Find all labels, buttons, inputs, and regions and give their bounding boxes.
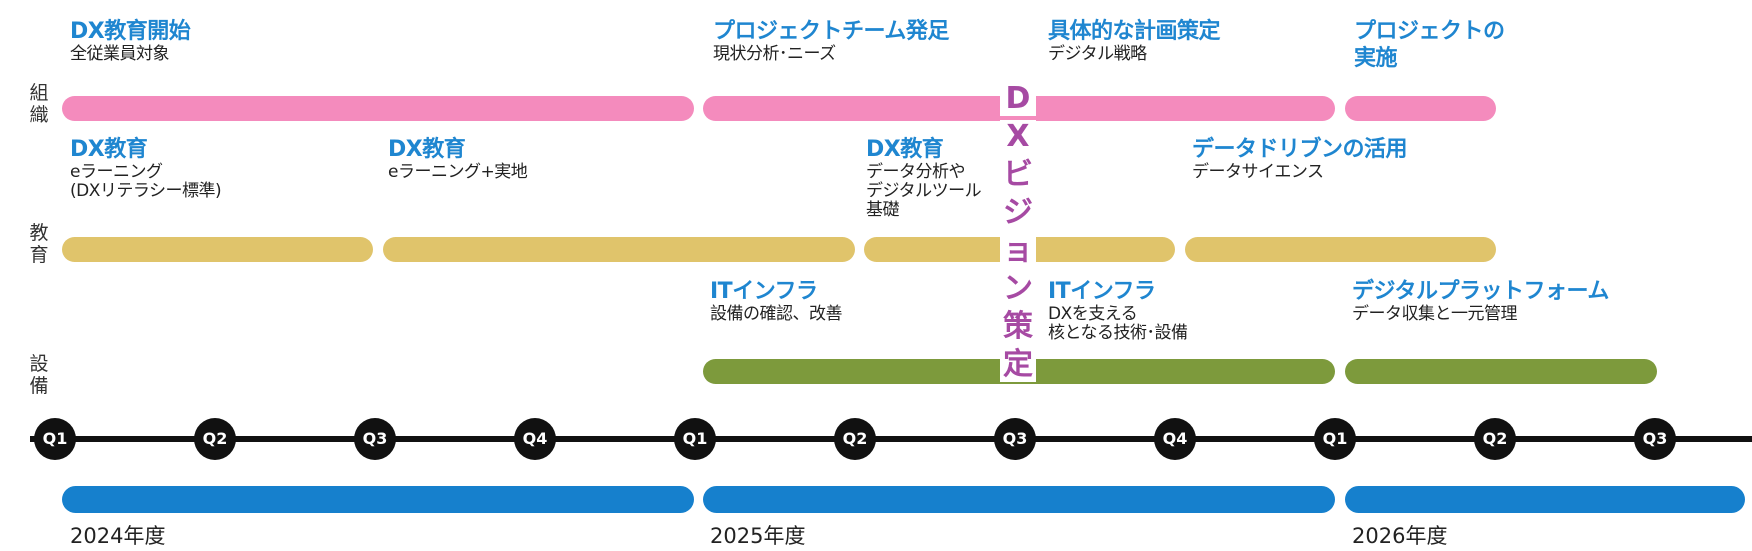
phase-subtitle: データ収集と一元管理 [1352, 304, 1517, 324]
quarter-node: Q1 [1314, 418, 1356, 460]
bar-edu-4 [1185, 237, 1496, 262]
quarter-node: Q3 [994, 418, 1036, 460]
phase-title: デジタルプラットフォーム [1352, 279, 1609, 304]
phase-subtitle: データサイエンス [1192, 162, 1324, 182]
phase-subtitle: eラーニング+実地 [388, 162, 528, 182]
phase-edu-3: DX教育 データ分析や デジタルツール 基礎 [866, 136, 982, 220]
phase-org-1: DX教育開始 全従業員対象 [70, 18, 191, 64]
quarter-node: Q4 [514, 418, 556, 460]
vision-char: ビ [1000, 158, 1036, 192]
dx-vision-label: D X ビ ジ ョ ン 策 定 [1000, 82, 1036, 382]
quarter-node: Q1 [34, 418, 76, 460]
vision-char: ン [1000, 272, 1036, 306]
quarter-node: Q2 [194, 418, 236, 460]
vision-char: D [1000, 82, 1036, 116]
vision-char: X [1000, 120, 1036, 154]
phase-edu-4: データドリブンの活用 データサイエンス [1192, 136, 1408, 182]
phase-infra-3: デジタルプラットフォーム データ収集と一元管理 [1352, 278, 1609, 324]
vision-char: ジ [1000, 196, 1036, 230]
bar-org-3 [1345, 96, 1496, 121]
quarter-node: Q2 [834, 418, 876, 460]
phase-subtitle: eラーニング (DXリテラシー標準) [70, 162, 222, 201]
phase-title: プロジェクトチーム発足 [713, 19, 949, 44]
row-label-org: 組 織 [29, 82, 49, 126]
phase-title: データドリブンの活用 [1192, 137, 1408, 162]
fiscal-year-label: 2025年度 [710, 524, 806, 548]
bar-edu-1 [62, 237, 373, 262]
quarter-node: Q4 [1154, 418, 1196, 460]
phase-org-2: プロジェクトチーム発足 現状分析･ニーズ [713, 18, 949, 64]
phase-edu-2: DX教育 eラーニング+実地 [388, 136, 528, 182]
phase-title: DX教育開始 [70, 19, 191, 44]
phase-title: DX教育 [388, 137, 466, 162]
quarter-node: Q3 [354, 418, 396, 460]
fiscal-year-bar-2024 [62, 486, 694, 513]
bar-org-1 [62, 96, 694, 121]
phase-org-3: 具体的な計画策定 デジタル戦略 [1048, 18, 1221, 64]
phase-subtitle: 現状分析･ニーズ [713, 44, 836, 64]
phase-subtitle: 全従業員対象 [70, 44, 170, 64]
row-label-infra: 設 備 [29, 353, 49, 397]
phase-title: ITインフラ [1048, 279, 1156, 304]
phase-title: 具体的な計画策定 [1048, 19, 1221, 44]
quarter-node: Q1 [674, 418, 716, 460]
phase-title: DX教育 [866, 137, 944, 162]
phase-subtitle: DXを支える 核となる技術･設備 [1048, 304, 1188, 343]
phase-subtitle: 設備の確認、改善 [710, 304, 843, 324]
phase-title: ITインフラ [710, 279, 818, 304]
phase-infra-2: ITインフラ DXを支える 核となる技術･設備 [1048, 278, 1188, 343]
fiscal-year-bar-2026 [1345, 486, 1745, 513]
phase-infra-1: ITインフラ 設備の確認、改善 [710, 278, 843, 324]
quarter-node: Q3 [1634, 418, 1676, 460]
bar-infra-2 [1345, 359, 1657, 384]
fiscal-year-label: 2026年度 [1352, 524, 1448, 548]
vision-char: ョ [1000, 234, 1036, 268]
fiscal-year-label: 2024年度 [70, 524, 166, 548]
phase-edu-1: DX教育 eラーニング (DXリテラシー標準) [70, 136, 222, 201]
phase-org-4: プロジェクトの 実施 [1354, 18, 1505, 72]
timeline-axis [30, 436, 1752, 442]
phase-title: プロジェクトの 実施 [1354, 19, 1505, 71]
phase-title: DX教育 [70, 137, 148, 162]
phase-subtitle: データ分析や デジタルツール 基礎 [866, 162, 982, 220]
phase-subtitle: デジタル戦略 [1048, 44, 1147, 64]
vision-char: 定 [1000, 348, 1036, 382]
bar-edu-2 [383, 237, 855, 262]
vision-char: 策 [1000, 310, 1036, 344]
quarter-node: Q2 [1474, 418, 1516, 460]
row-label-edu: 教 育 [29, 222, 49, 266]
fiscal-year-bar-2025 [703, 486, 1335, 513]
